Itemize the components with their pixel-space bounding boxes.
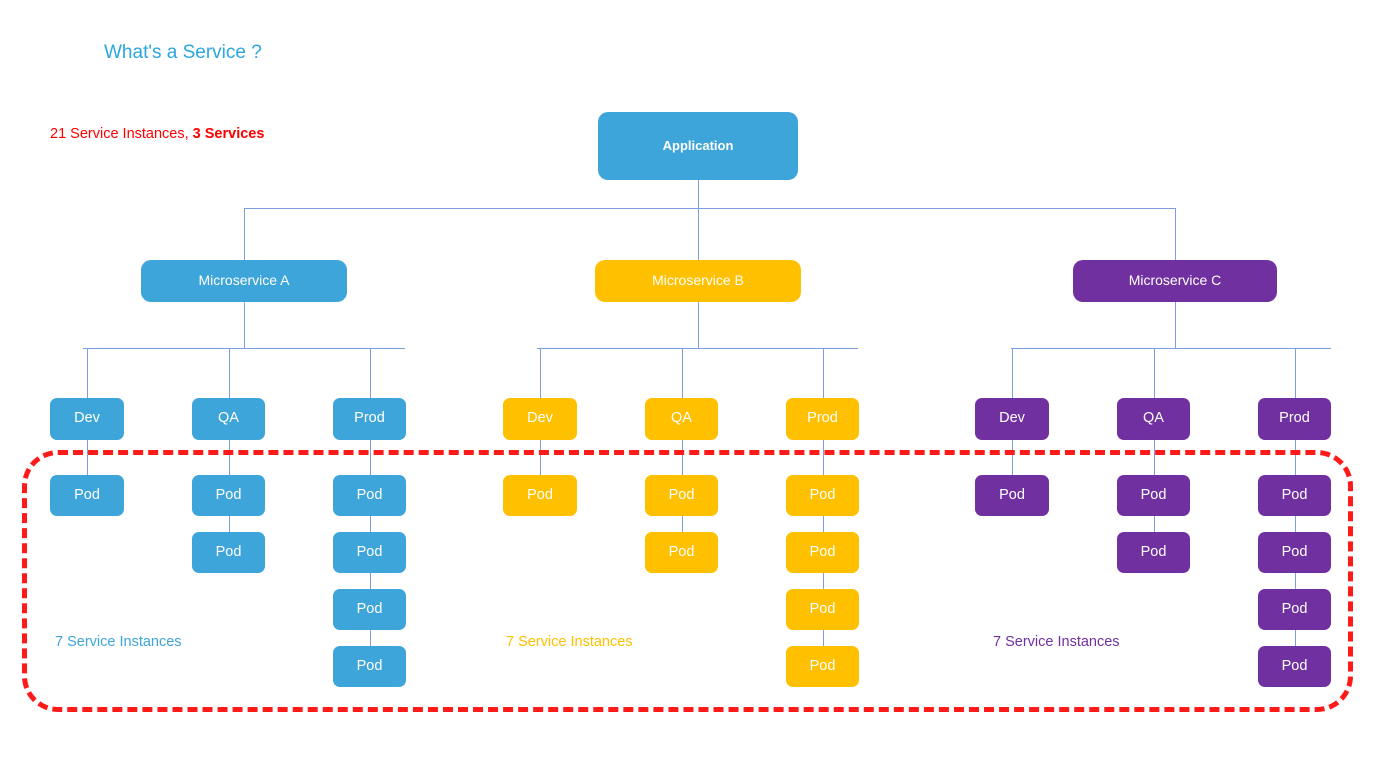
node-pod[interactable]: Pod <box>192 532 265 573</box>
connector-pod-c-prod-4 <box>1295 630 1296 646</box>
connector-pod-b-prod-3 <box>823 573 824 589</box>
connector-microservice-a-down <box>244 302 245 348</box>
connector-pod-c-qa-1 <box>1154 440 1155 475</box>
connector-env-bus-to-prod-a <box>370 348 371 398</box>
summary-label: 21 Service Instances, 3 Services <box>50 126 264 142</box>
node-pod[interactable]: Pod <box>975 475 1049 516</box>
connector-env-bus-to-prod-c <box>1295 348 1296 398</box>
connector-env-bus-to-qa-a <box>229 348 230 398</box>
node-env-dev-a[interactable]: Dev <box>50 398 124 440</box>
connector-pod-c-prod-3 <box>1295 573 1296 589</box>
connector-application-down <box>698 180 699 208</box>
connector-microservice-c-down <box>1175 302 1176 348</box>
summary-prefix: 21 Service Instances, <box>50 126 193 142</box>
node-pod[interactable]: Pod <box>786 646 859 687</box>
connector-pod-a-qa-1 <box>229 440 230 475</box>
connector-pod-c-prod-2 <box>1295 516 1296 532</box>
connector-env-bus-to-qa-c <box>1154 348 1155 398</box>
node-pod[interactable]: Pod <box>50 475 124 516</box>
summary-emphasis: 3 Services <box>192 126 265 142</box>
node-pod[interactable]: Pod <box>1117 532 1190 573</box>
connector-env-bus-c <box>1011 348 1331 349</box>
node-microservice-a[interactable]: Microservice A <box>141 260 347 302</box>
connector-pod-b-qa-1 <box>682 440 683 475</box>
group-caption-c: 7 Service Instances <box>993 634 1120 650</box>
node-pod[interactable]: Pod <box>333 589 406 630</box>
connector-env-bus-to-dev-c <box>1012 348 1013 398</box>
connector-pod-a-prod-1 <box>370 440 371 475</box>
node-microservice-c[interactable]: Microservice C <box>1073 260 1277 302</box>
node-pod[interactable]: Pod <box>333 532 406 573</box>
node-pod[interactable]: Pod <box>1258 589 1331 630</box>
node-env-qa-c[interactable]: QA <box>1117 398 1190 440</box>
connector-pod-a-qa-2 <box>229 516 230 532</box>
connector-env-bus-a <box>83 348 405 349</box>
node-pod[interactable]: Pod <box>192 475 265 516</box>
node-env-dev-c[interactable]: Dev <box>975 398 1049 440</box>
node-env-qa-b[interactable]: QA <box>645 398 718 440</box>
connector-env-bus-b <box>537 348 858 349</box>
node-env-dev-b[interactable]: Dev <box>503 398 577 440</box>
connector-pod-a-prod-3 <box>370 573 371 589</box>
node-env-prod-c[interactable]: Prod <box>1258 398 1331 440</box>
connector-env-bus-to-qa-b <box>682 348 683 398</box>
connector-pod-c-qa-2 <box>1154 516 1155 532</box>
connector-bus-to-microservice-a <box>244 208 245 260</box>
connector-microservice-b-down <box>698 302 699 348</box>
group-caption-b: 7 Service Instances <box>506 634 633 650</box>
node-pod[interactable]: Pod <box>1258 646 1331 687</box>
connector-top-bus <box>244 208 1175 209</box>
node-pod[interactable]: Pod <box>1258 475 1331 516</box>
node-pod[interactable]: Pod <box>333 646 406 687</box>
connector-pod-b-qa-2 <box>682 516 683 532</box>
connector-pod-a-prod-4 <box>370 630 371 646</box>
connector-pod-b-prod-4 <box>823 630 824 646</box>
node-pod[interactable]: Pod <box>645 532 718 573</box>
node-microservice-b[interactable]: Microservice B <box>595 260 801 302</box>
connector-env-bus-to-dev-a <box>87 348 88 398</box>
node-pod[interactable]: Pod <box>645 475 718 516</box>
node-pod[interactable]: Pod <box>786 475 859 516</box>
node-pod[interactable]: Pod <box>1117 475 1190 516</box>
group-caption-a: 7 Service Instances <box>55 634 182 650</box>
node-pod[interactable]: Pod <box>786 532 859 573</box>
node-pod[interactable]: Pod <box>503 475 577 516</box>
node-env-qa-a[interactable]: QA <box>192 398 265 440</box>
node-application[interactable]: Application <box>598 112 798 180</box>
connector-pod-a-prod-2 <box>370 516 371 532</box>
connector-bus-to-microservice-c <box>1175 208 1176 260</box>
node-pod[interactable]: Pod <box>786 589 859 630</box>
connector-pod-b-prod-2 <box>823 516 824 532</box>
node-env-prod-b[interactable]: Prod <box>786 398 859 440</box>
connector-env-bus-to-dev-b <box>540 348 541 398</box>
connector-pod-c-dev-1 <box>1012 440 1013 475</box>
connector-pod-b-prod-1 <box>823 440 824 475</box>
node-pod[interactable]: Pod <box>333 475 406 516</box>
connector-pod-c-prod-1 <box>1295 440 1296 475</box>
connector-pod-b-dev-1 <box>540 440 541 475</box>
connector-bus-to-microservice-b <box>698 208 699 260</box>
connector-env-bus-to-prod-b <box>823 348 824 398</box>
connector-pod-a-dev-1 <box>87 440 88 475</box>
page-title: What's a Service ? <box>104 42 262 63</box>
node-env-prod-a[interactable]: Prod <box>333 398 406 440</box>
node-pod[interactable]: Pod <box>1258 532 1331 573</box>
